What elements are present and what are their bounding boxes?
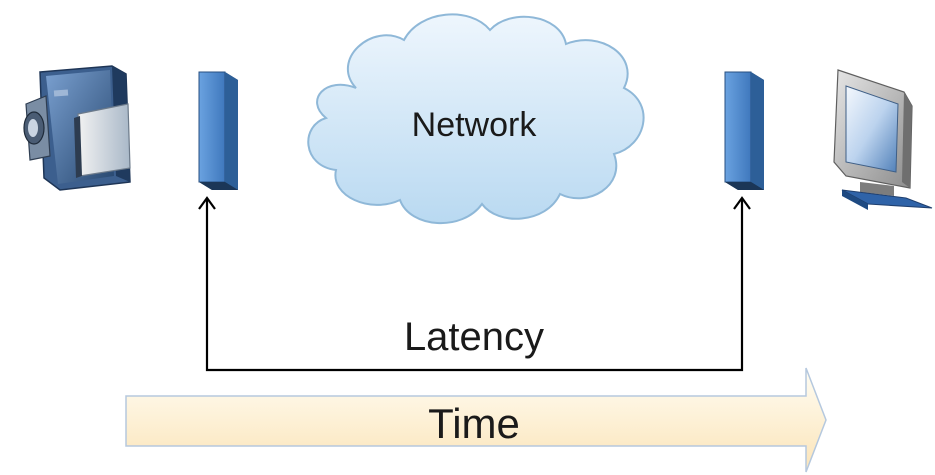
latency-label: Latency (404, 315, 544, 359)
decoder-buffer-block (724, 71, 764, 190)
latency-connector: Latency (198, 196, 751, 372)
video-camera-icon (23, 65, 131, 191)
time-arrow: Time (125, 367, 827, 473)
encoder-buffer-block (198, 71, 238, 190)
network-label: Network (412, 106, 538, 144)
time-label: Time (428, 400, 520, 447)
monitor-icon (833, 69, 933, 210)
right-arrowhead-icon (733, 196, 751, 210)
left-arrowhead-icon (198, 196, 216, 210)
network-cloud: Network (307, 13, 645, 225)
